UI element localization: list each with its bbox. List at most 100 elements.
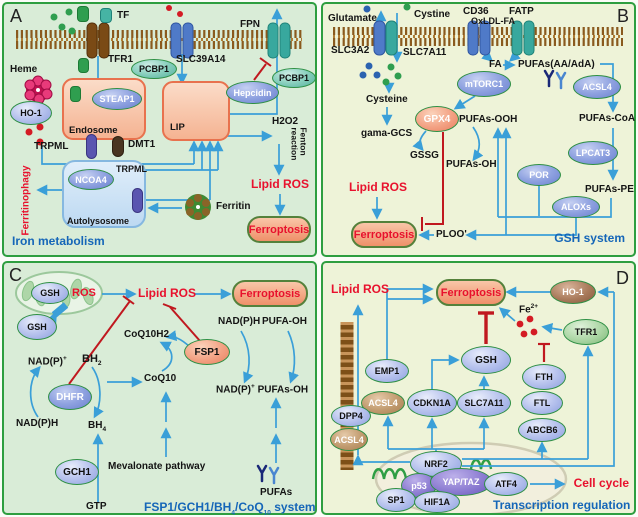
label-ferritin: Ferritin (216, 201, 251, 212)
pufas-scissors-icon (543, 69, 567, 90)
label-nadph-top: NAD(P)H (218, 316, 261, 327)
transferrin-apo-icon (100, 8, 112, 23)
node-gch1: GCH1 (55, 459, 99, 485)
fpn-transporter (267, 22, 291, 59)
label-slc7a11: SLC7A11 (403, 47, 447, 58)
label-fpn: FPN (240, 19, 260, 30)
node-fth: FTH (522, 364, 566, 390)
node-dhfr: DHFR (48, 384, 92, 410)
node-fsp1: FSP1 (184, 339, 230, 365)
label-pufas-coa: PUFAs-CoA (579, 113, 636, 124)
inhibition-lines-d (478, 311, 550, 362)
label-dmt1: DMT1 (128, 139, 156, 150)
node-gsh-free: GSH (17, 314, 57, 340)
node-tfr1-d: TFR1 (563, 319, 609, 345)
node-ftl: FTL (521, 391, 563, 415)
ferritin-icon-free (185, 194, 211, 220)
node-atf4: ATF4 (484, 472, 528, 496)
label-cystine: Cystine (414, 9, 451, 20)
label-cell-cycle: Cell cycle (573, 476, 629, 490)
label-nadp-plus: NAD(P)+ (28, 355, 67, 368)
caption-iron-metabolism: Iron metabolism (12, 234, 105, 248)
label-nadph-bottom: NAD(P)H (16, 418, 59, 429)
amino-acid-dots (359, 4, 411, 86)
caption-fsp1-system: FSP1/GCH1/BH4/CoQ10 system (144, 500, 316, 517)
label-gama-gcs: gama-GCS (361, 128, 413, 139)
tf-cargo-endosome (70, 86, 81, 102)
label-heme: Heme (10, 64, 38, 75)
node-por: POR (517, 164, 561, 186)
node-hepcidin: Hepcidin (226, 81, 279, 104)
label-h2o2: H2O2 (272, 116, 299, 127)
node-ho1: HO-1 (10, 101, 52, 125)
node-acsl4-b: ACSL4 (573, 75, 621, 99)
label-oxldl: OxLDL-FA (471, 16, 515, 26)
fatp-transporter (511, 20, 535, 56)
panel-b-gsh-system: B Glutamate Cystine CD36 OxLDL-FA FATP S… (321, 2, 636, 257)
label-ros: ROS (72, 287, 96, 299)
label-nadp-pufas-oh: NAD(P)+ PUFAs-OH (216, 383, 309, 396)
node-abcb6: ABCB6 (518, 418, 566, 442)
dna-loops (371, 458, 493, 480)
panel-c-fsp1-system: C GSH ROS Lipid ROS Ferroptosis GSH CoQ1… (2, 261, 317, 517)
label-coq10: CoQ10 (144, 373, 177, 384)
node-emp1: EMP1 (365, 359, 409, 383)
gpx4-inhibition (421, 132, 444, 231)
label-lipid-ros-c: Lipid ROS (138, 286, 196, 300)
label-coq10h2: CoQ10H2 (124, 329, 170, 340)
label-cysteine: Cysteine (366, 94, 408, 105)
tfr1-transporter (86, 22, 110, 59)
label-fe2: Fe2+ (519, 303, 539, 316)
node-gsh-d: GSH (461, 346, 511, 374)
label-pufas-pe: PUFAs-PE (585, 184, 634, 195)
transferrin-icon (77, 6, 89, 22)
label-pufas-ooh: PUFAs-OOH (459, 114, 518, 125)
node-sp1: SP1 (376, 488, 416, 512)
node-pcbp1-left: PCBP1 (131, 59, 177, 79)
node-cdkn1a: CDKN1A (407, 389, 457, 417)
caption-gsh-system: GSH system (554, 231, 625, 245)
iron-dots-d (516, 315, 538, 338)
label-fa: FA (489, 59, 502, 70)
node-hif1a: HIF1A (414, 491, 460, 513)
label-glutamate: Glutamate (328, 13, 377, 24)
label-bh4: BH4 (88, 420, 107, 433)
label-gssg: GSSG (410, 150, 439, 161)
caption-transcription: Transcription regulation (493, 498, 631, 512)
node-steap1: STEAP1 (92, 88, 142, 110)
node-gsh-mito: GSH (31, 282, 69, 304)
cd36-transporter (467, 20, 491, 56)
node-acsl4-d2: ACSL4 (330, 428, 368, 451)
panel-d-transcription: D Lipid ROS Ferroptosis HO-1 Fe2+ TFR1 E… (321, 261, 636, 515)
pufas-scissors-icon-c (256, 464, 280, 485)
label-slc3a2: SLC3A2 (331, 45, 370, 56)
panel-letter-d: D (616, 268, 629, 288)
label-autolysosome: Autolysosome (67, 216, 130, 226)
panel-a-iron-metabolism: A TF TFR1 SLC39A14 FPN Heme HO-1 PCBP1 E… (2, 2, 317, 257)
trpml-channel-autolysosome (132, 188, 143, 213)
label-pufas-oh: PUFAs-OH (446, 159, 497, 170)
node-mtorc1: mTORC1 (457, 71, 511, 97)
heme-icon (24, 75, 53, 105)
node-gpx4: GPX4 (415, 106, 459, 132)
node-dpp4: DPP4 (331, 405, 371, 427)
label-lipid-ros-a: Lipid ROS (251, 177, 309, 191)
label-fatp: FATP (509, 6, 534, 17)
label-lipid-ros-d: Lipid ROS (331, 282, 389, 296)
ferroptosis-box-a: Ferroptosis (247, 216, 311, 243)
label-endosome: Endosome (69, 125, 118, 136)
node-slc7a11-d: SLC7A11 (457, 389, 511, 417)
label-pufas-c: PUFAs (260, 487, 293, 498)
ferroptosis-box-d: Ferroptosis (436, 279, 506, 306)
dmt1-channel (112, 136, 124, 157)
label-cd36: CD36 (463, 6, 489, 17)
ferroptosis-box-c: Ferroptosis (232, 280, 308, 307)
label-pufas-aa: PUFAs(AA/AdA) (518, 59, 595, 70)
panel-letter-a: A (10, 6, 23, 26)
label-ferritinophagy: Ferritinophagy (20, 165, 32, 236)
label-mevalonate: Mevalonate pathway (108, 461, 206, 472)
label-lip: LIP (170, 122, 185, 133)
lip-vesicle (162, 81, 230, 141)
